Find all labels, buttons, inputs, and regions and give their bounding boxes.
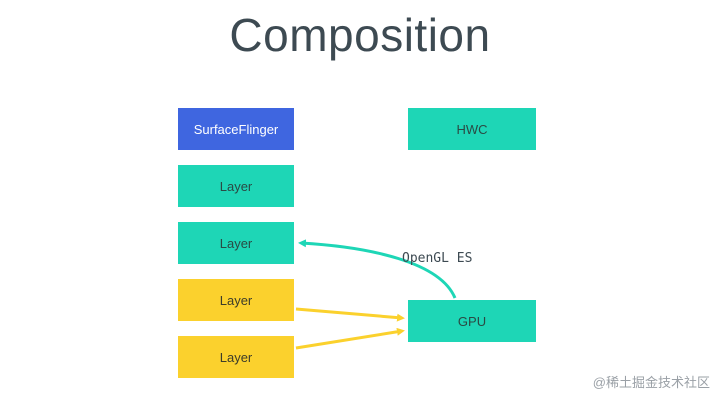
layer-box-2: Layer bbox=[178, 222, 294, 264]
arrow-gpu-to-layer bbox=[298, 239, 457, 299]
watermark: @稀土掘金技术社区 bbox=[592, 375, 710, 390]
opengl-es-label: OpenGL ES bbox=[402, 251, 473, 266]
arrow-layer-to-gpu-2 bbox=[295, 327, 405, 350]
hwc-box: HWC bbox=[408, 108, 536, 150]
gpu-box: GPU bbox=[408, 300, 536, 342]
layer-box-1: Layer bbox=[178, 165, 294, 207]
arrow-layer-to-gpu-1 bbox=[295, 307, 405, 322]
layer-box-4: Layer bbox=[178, 336, 294, 378]
layer-box-3: Layer bbox=[178, 279, 294, 321]
slide-title: Composition bbox=[229, 9, 491, 61]
surfaceflinger-box: SurfaceFlinger bbox=[178, 108, 294, 150]
